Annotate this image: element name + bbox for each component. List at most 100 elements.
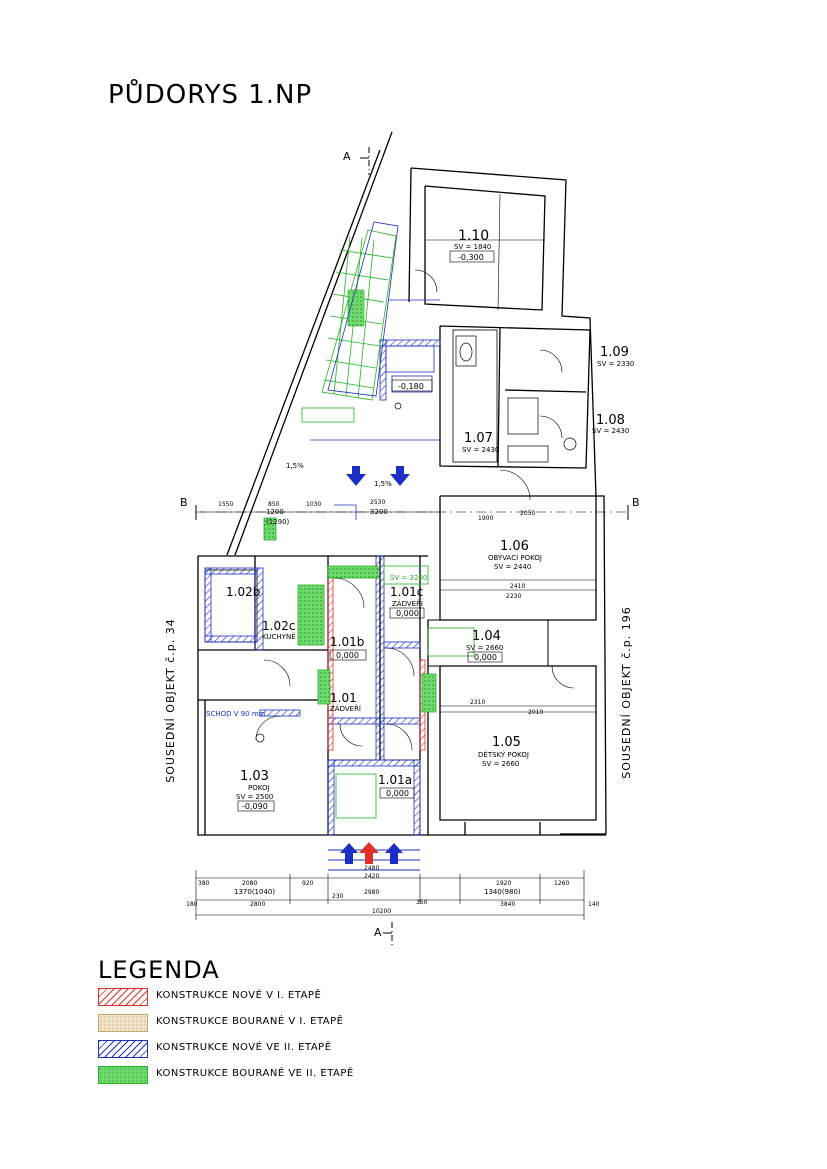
room-1-07-id: 1.07 [464,431,493,446]
room-1-05-id: 1.05 [492,735,521,750]
dim-2080: 2080 [242,880,257,887]
stair-note: SCHOD V 90 mm [206,710,266,718]
room-1-08-sv: SV = 2430 [592,427,629,435]
dim-1370: 1370(1040) [234,888,275,896]
room-1-08-id: 1.08 [596,413,625,428]
dim-920: 920 [302,880,314,887]
side-label-left: SOUSEDNÍ OBJEKT č.p. 34 [163,618,177,783]
dim-1200: 1200 [266,508,284,516]
sanitary-fixtures [255,335,577,743]
annotations: -0,180 1,5% 1,5% SCHOD V 90 mm 1200 (129… [186,379,600,915]
room-1-01b-level: 0,000 [336,651,359,660]
room-1-07-sv: SV = 2430 [462,446,499,454]
room-1-05-name: DĚTSKÝ POKOJ [478,750,529,759]
room-1-01-id: 1.01 [330,691,357,705]
room-1-10-id: 1.10 [458,228,489,244]
legend-label-demolished-stage1: KONSTRUKCE BOURANÉ V I. ETAPĚ [156,1016,344,1027]
stair-outline [310,221,440,520]
slope-b: 1,5% [374,480,392,488]
level-entry: -0,180 [398,382,424,391]
dim-2310: 2310 [470,699,485,706]
legend-label-new-stage2: KONSTRUKCE NOVÉ VE II. ETAPĚ [156,1042,332,1053]
dim-350: 350 [416,899,428,906]
slope-a: 1,5% [286,462,304,470]
dim-2480: 2480 [364,865,379,872]
room-1-05-sv: SV = 2660 [482,760,519,768]
room-1-01a-id: 1.01a [378,773,412,787]
dim-1900: 1900 [478,515,493,522]
room-1-06-id: 1.06 [500,539,529,554]
dim-1340: 1340(980) [484,888,521,896]
room-1-01c-id: 1.01c [390,585,423,599]
room-1-02b-id: 1.02b [226,585,260,599]
door-swings [255,269,575,751]
legend-swatch-new-stage1 [98,988,148,1006]
dim-2530: 2530 [370,499,385,506]
room-1-01-name: ZÁDVEŘÍ [330,704,361,713]
legend-swatch-new-stage2 [98,1040,148,1058]
dim-2010: 2010 [528,709,543,716]
section-mark-a-bottom: A [374,926,382,939]
down-arrow-right [390,466,410,486]
section-mark-b-right: B [632,496,640,509]
room-1-06-name: OBÝVACÍ POKOJ [488,553,542,562]
room-1-02c-name: KUCHYNĚ [262,632,296,641]
legend-swatch-demolished-stage1 [98,1014,148,1032]
dim-2800: 2800 [250,901,265,908]
room-1-06-sv: SV = 2440 [494,563,531,571]
dim-1030: 1030 [306,501,321,508]
dim-180: 180 [186,901,198,908]
dim-2420: 2420 [364,873,379,880]
dim-10200: 10200 [372,908,391,915]
dim-850: 850 [268,501,280,508]
room-1-09-sv: SV = 2330 [597,360,634,368]
room-1-03-sv: SV = 2500 [236,793,273,801]
dim-1550: 1550 [218,501,233,508]
room-1-01a-level: 0,000 [386,789,409,798]
room-labels: 1.10 SV = 1840 -0,300 1.09 SV = 2330 1.0… [226,228,634,812]
dim-2050: 2050 [520,510,535,517]
section-line-a [360,147,393,946]
legend-label-new-stage1: KONSTRUKCE NOVÉ V I. ETAPĚ [156,990,322,1001]
dim-2410: 2410 [510,583,525,590]
room-1-04-sv: SV = 2660 [466,644,503,652]
room-1-04-level: 0,000 [474,653,497,662]
dim-3840: 3840 [500,901,515,908]
room-1-03-level: -0,090 [242,802,268,811]
room-1-03-id: 1.03 [240,769,269,784]
entry-arrow-right [385,843,403,864]
room-1-10-level: -0,300 [458,253,484,262]
entry-arrow-left [340,843,358,864]
legend-title: LEGENDA [98,956,220,984]
room-1-01b-id: 1.01b [330,635,364,649]
entry-arrow-center [359,842,379,864]
new-stage2-walls [204,339,441,836]
room-1-01c-level: 0,000 [396,609,419,618]
dim-2980: 2980 [364,889,379,896]
dim-230: 230 [332,893,344,900]
demolished-stage2 [263,229,475,819]
down-arrow-left [346,466,366,486]
legend-swatch-demolished-stage2 [98,1066,148,1084]
dim-3200: 3200 [370,508,388,516]
section-mark-a-top: A [343,150,351,163]
section-mark-b-left: B [180,496,188,509]
room-1-01c-sv: SV = 3200 [390,574,427,582]
page-title: PŮDORYS 1.NP [108,80,313,110]
dim-1290: (1290) [266,518,290,526]
room-1-10-sv: SV = 1840 [454,243,491,251]
dim-1260: 1260 [554,880,569,887]
dim-1920: 1920 [496,880,511,887]
legend-label-demolished-stage2: KONSTRUKCE BOURANÉ VE II. ETAPĚ [156,1068,354,1079]
room-1-01c-name: ZÁDVEŘÍ [392,599,423,608]
room-1-04-id: 1.04 [472,629,501,644]
dim-380: 380 [198,880,210,887]
section-line-b [195,505,629,520]
room-1-09-id: 1.09 [600,345,629,360]
room-1-03-name: POKOJ [248,784,270,792]
room-1-02c-id: 1.02c [262,619,295,633]
side-label-right: SOUSEDNÍ OBJEKT č.p. 196 [619,606,633,779]
dim-2230: 2230 [506,593,521,600]
dim-140: 140 [588,901,600,908]
